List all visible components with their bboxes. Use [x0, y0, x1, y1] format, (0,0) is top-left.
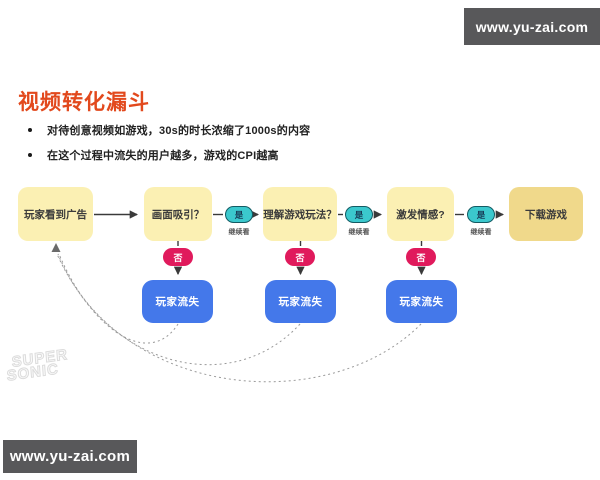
site-url-bottom: www.yu-zai.com [9, 448, 131, 465]
stage-download-game: 下载游戏 [509, 187, 583, 241]
site-banner-top: www.yu-zai.com [464, 8, 600, 45]
stage-visual-appeal: 画面吸引？ [144, 187, 212, 241]
page-title: 视频转化漏斗 [18, 91, 150, 114]
loss-box: 玩家流失 [142, 280, 213, 323]
stage-see-ad: 玩家看到广告 [18, 187, 93, 241]
yes-pill: 是 [345, 206, 373, 223]
no-pill: 否 [406, 248, 436, 266]
supersonic-logo: SUPER SONIC [6, 346, 69, 386]
yes-sublabel: 继续看 [470, 229, 492, 236]
bullet-text: 对待创意视频如游戏，30s的时长浓缩了1000s的内容 [47, 125, 311, 137]
yes-label: 是 [354, 209, 364, 220]
loss-box: 玩家流失 [386, 280, 457, 323]
site-banner-bottom: www.yu-zai.com [3, 440, 137, 473]
stage-label: 画面吸引？ [151, 208, 205, 221]
bullet-list: 对待创意视频如游戏，30s的时长浓缩了1000s的内容 在这个过程中流失的用户越… [28, 122, 310, 172]
loss-label: 玩家流失 [399, 296, 444, 308]
no-pill: 否 [285, 248, 315, 266]
yes-label: 是 [234, 209, 244, 220]
stage-label: 玩家看到广告 [24, 208, 87, 221]
yes-label: 是 [476, 209, 486, 220]
no-pill: 否 [163, 248, 193, 266]
loss-label: 玩家流失 [155, 296, 200, 308]
yes-pill: 是 [467, 206, 495, 223]
stage-emotion-trigger: 激发情感? [387, 187, 454, 241]
no-label: 否 [295, 252, 305, 263]
no-label: 否 [173, 252, 183, 263]
bullet-item: 对待创意视频如游戏，30s的时长浓缩了1000s的内容 [28, 122, 310, 138]
bullet-text: 在这个过程中流失的用户越多，游戏的CPI越高 [47, 150, 279, 162]
stage-understand-gameplay: 理解游戏玩法？ [263, 187, 337, 241]
no-label: 否 [416, 252, 426, 263]
bullet-dot-icon [28, 128, 32, 132]
bullet-dot-icon [28, 153, 32, 157]
yes-sublabel: 继续看 [228, 229, 250, 236]
stage-label: 下载游戏 [525, 208, 567, 221]
site-url-top: www.yu-zai.com [475, 18, 589, 35]
stage-label: 激发情感? [396, 208, 445, 221]
yes-sublabel: 继续看 [348, 229, 370, 236]
bullet-item: 在这个过程中流失的用户越多，游戏的CPI越高 [28, 147, 310, 163]
loss-label: 玩家流失 [278, 296, 323, 308]
loss-box: 玩家流失 [265, 280, 336, 323]
yes-pill: 是 [225, 206, 253, 223]
stage-label: 理解游戏玩法？ [263, 208, 337, 221]
